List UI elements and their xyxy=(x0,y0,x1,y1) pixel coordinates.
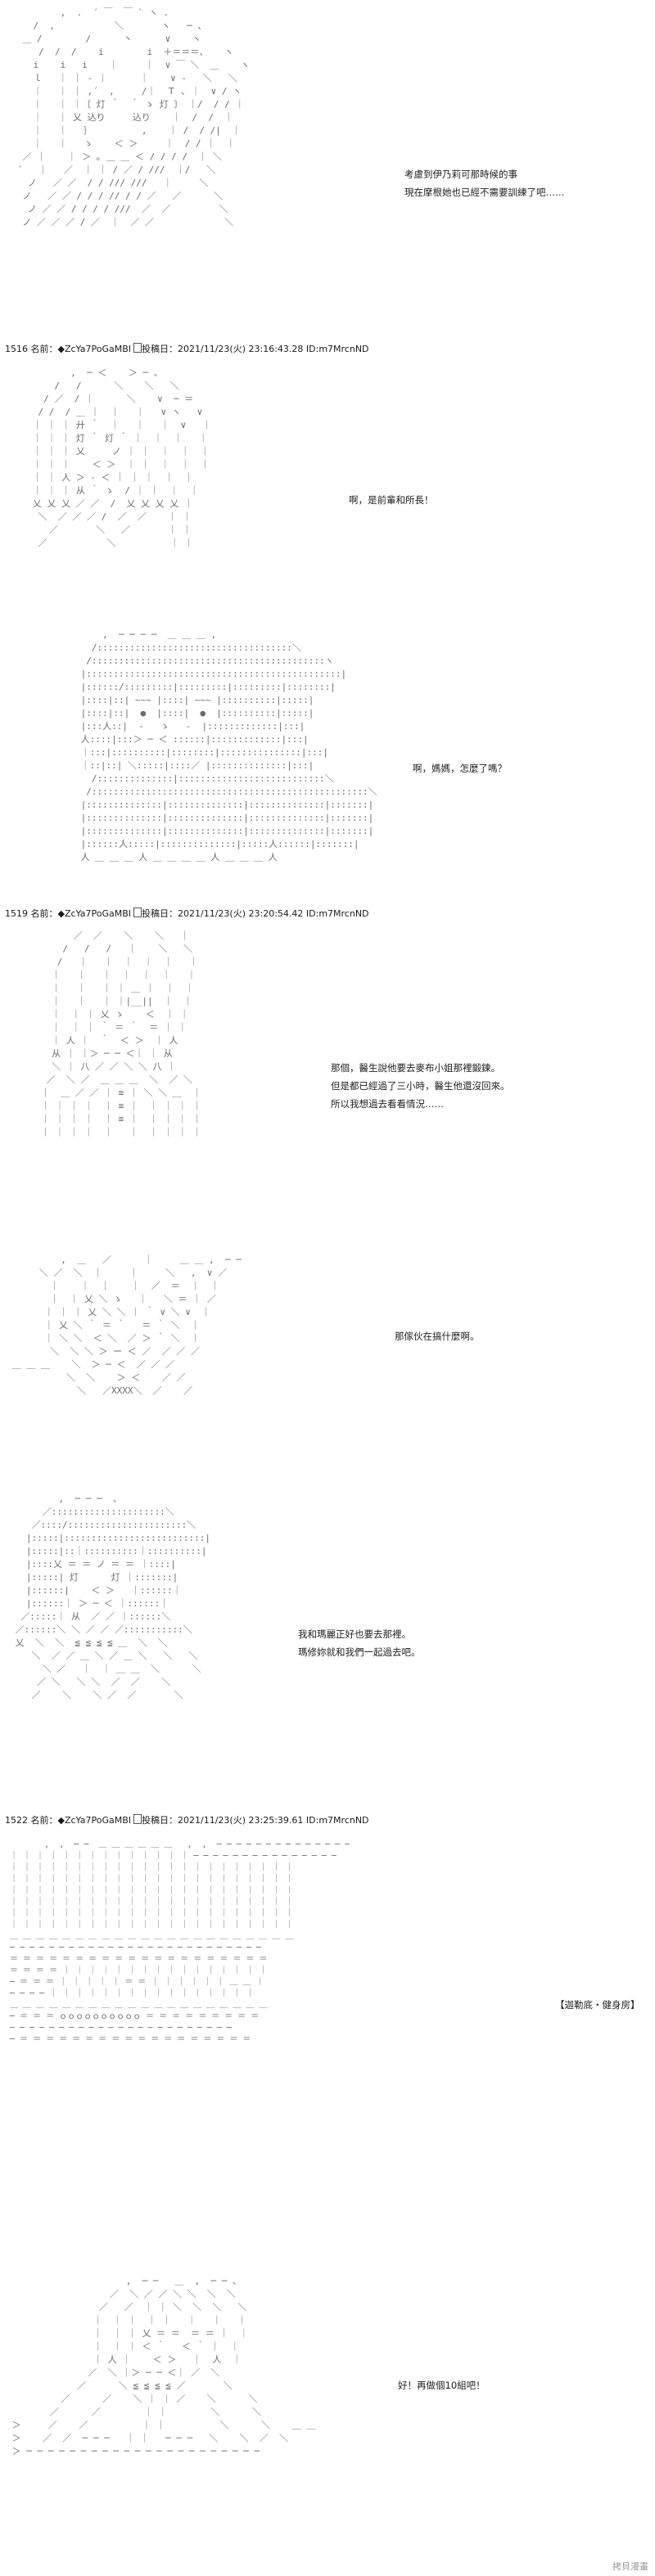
dialogue-line: 考慮到伊乃莉可那時候的事 xyxy=(404,169,517,180)
dialogue-panel-8: 好！再做個10組吧！ xyxy=(398,2376,486,2394)
dialogue-panel-5: 那傢伙在搞什麼啊。 xyxy=(395,1327,480,1345)
post-id: ID:m7MrcnND xyxy=(305,1815,369,1826)
dialogue-panel-1: 考慮到伊乃莉可那時候的事 現在摩根她也已經不需要訓練了吧…… xyxy=(404,165,565,201)
post-tripcode: ◆ZcYa7PoGaMBI xyxy=(57,1815,132,1826)
square-icon xyxy=(133,343,142,353)
dialogue-line: 那個，醫生說他要去麥布小姐那裡鍛鍊。 xyxy=(331,1062,500,1074)
location-label: 【迦勒底・健身房】 xyxy=(555,1999,640,2011)
ascii-art-panel-3: , ─ ─ ─ ─ ＿ ＿ ＿ , /:::::::::::::::::::::… xyxy=(80,629,377,862)
post-id: ID:m7MrcnND xyxy=(305,344,369,354)
post-number: 1519 xyxy=(5,908,28,919)
ascii-art-panel-7: , , ─ ─ ＿ ＿ ＿ ＿ ＿ ＿ , , ─ ─ ─ ─ ─ ─ ─ ─ … xyxy=(10,1840,350,2044)
post-name-label: 名前： xyxy=(30,344,58,354)
post-number: 1522 xyxy=(5,1815,28,1826)
post-tripcode: ◆ZcYa7PoGaMBI xyxy=(57,344,132,354)
post-header: 1519 名前：◆ZcYa7PoGaMBI 投稿日：2021/11/23(火) 2… xyxy=(5,907,369,920)
post-date-label: 投稿日： xyxy=(142,1815,178,1826)
ascii-art-panel-8: , ─ ─ ＿ , ─ ─ 、 ／ ＼ ／ ／ ＼ ＼ ＼ ＼ ／ ／ ｜ ｜ … xyxy=(11,2276,316,2457)
ascii-art-panel-1: , . ´ ￣ ￣ ` ヽ . / , ＼ ヽ ─ 、 ＿ / / 丶 ∨ ヽ … xyxy=(16,7,251,227)
post-id: ID:m7MrcnND xyxy=(305,908,369,919)
dialogue-panel-4: 那個，醫生說他要去麥布小姐那裡鍛鍊。 但是都已經過了三小時，醫生他還沒回來。 所… xyxy=(331,1059,510,1113)
post-date: 2021/11/23(火) 23:16:43.28 xyxy=(178,344,304,354)
dialogue-line: 現在摩根她也已經不需要訓練了吧…… xyxy=(404,187,565,198)
post-number: 1516 xyxy=(5,344,28,354)
ascii-art-panel-4: ／ ／ ＼ ＼ ｜ / / / ｜ ＼ ＼ / ｜ ｜ ｜ ｜ ｜ ｜ ｜ ｜ … xyxy=(40,930,201,1137)
post-header: 1516 名前：◆ZcYa7PoGaMBI 投稿日：2021/11/23(火) 2… xyxy=(5,342,369,355)
post-name-label: 名前： xyxy=(30,1815,58,1826)
watermark: 拷貝漫畫 xyxy=(612,2561,648,2572)
ascii-art-panel-5: , ＿ ／ ｜ ＿ ＿ , ─ ─ ＼ ／ ＼ ｜ ｜ ＼ , ∨ ／ ｜ ｜ … xyxy=(11,1254,242,1396)
post-date: 2021/11/23(火) 23:25:39.61 xyxy=(178,1815,304,1826)
dialogue-line: 啊，媽媽，怎麼了嗎？ xyxy=(413,763,507,774)
square-icon xyxy=(133,907,142,917)
dialogue-line: 好！再做個10組吧！ xyxy=(398,2380,486,2391)
post-date: 2021/11/23(火) 23:20:54.42 xyxy=(178,908,304,919)
post-date-label: 投稿日： xyxy=(142,344,178,354)
dialogue-line: 那傢伙在搞什麼啊。 xyxy=(395,1331,480,1342)
dialogue-line: 啊，是前輩和所長！ xyxy=(349,494,434,506)
dialogue-line: 但是都已經過了三小時，醫生他還沒回來。 xyxy=(331,1080,510,1092)
dialogue-line: 瑪修妳就和我們一起過去吧。 xyxy=(298,1646,421,1658)
post-name-label: 名前： xyxy=(30,908,58,919)
post-tripcode: ◆ZcYa7PoGaMBI xyxy=(57,908,132,919)
dialogue-panel-2: 啊，是前輩和所長！ xyxy=(349,491,434,509)
dialogue-panel-6: 我和瑪麗正好也要去那裡。 瑪修妳就和我們一起過去吧。 xyxy=(298,1625,421,1661)
post-date-label: 投稿日： xyxy=(142,908,178,919)
ascii-art-panel-6: , ─ ─ ─ 、 ／:::::::::::::::::::::＼ ／::::/… xyxy=(15,1493,211,1700)
dialogue-line: 我和瑪麗正好也要去那裡。 xyxy=(298,1628,411,1640)
ascii-art-panel-2: , ─ ＜ ＞ ─ 、 / / ＼ ＼ ＼ / ／ / ｜ ＼ ∨ ─ ＝ / … xyxy=(32,367,212,548)
square-icon xyxy=(133,1814,142,1824)
dialogue-line: 所以我想過去看看情況…… xyxy=(331,1098,444,1110)
post-header: 1522 名前：◆ZcYa7PoGaMBI 投稿日：2021/11/23(火) 2… xyxy=(5,1813,369,1826)
dialogue-panel-3: 啊，媽媽，怎麼了嗎？ xyxy=(413,759,507,777)
